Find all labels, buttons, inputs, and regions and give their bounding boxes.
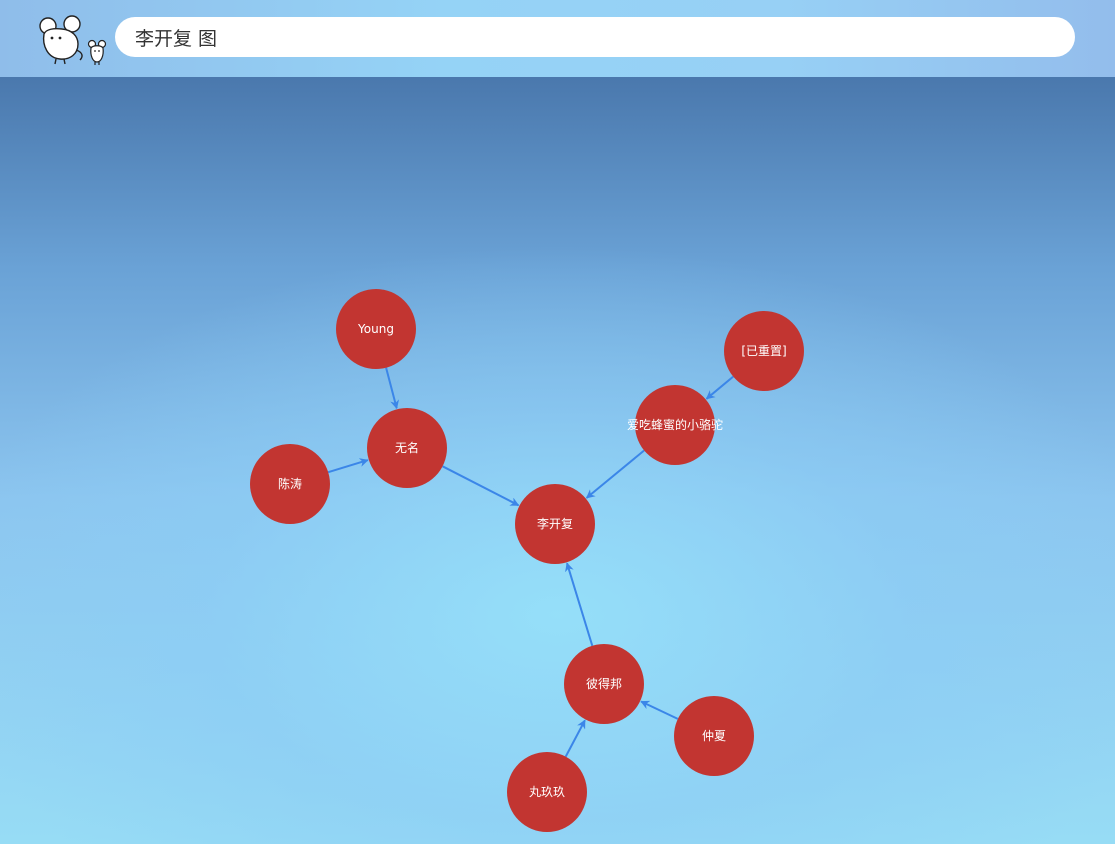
edge-layer	[327, 367, 734, 758]
edge-atm-to-lkf	[585, 449, 645, 499]
node-circle[interactable]	[635, 385, 715, 465]
graph-node-ct[interactable]: 陈涛	[250, 444, 330, 524]
graph-node-bdb[interactable]: 彼得邦	[564, 644, 644, 724]
graph-node-wm[interactable]: 无名	[367, 408, 447, 488]
graph-node-wjj[interactable]: 丸玖玖	[507, 752, 587, 832]
node-circle[interactable]	[515, 484, 595, 564]
graph-node-young[interactable]: Young	[336, 289, 416, 369]
mouse-mascot-icon[interactable]	[38, 14, 110, 66]
node-circle[interactable]	[250, 444, 330, 524]
edge-wjj-to-bdb	[564, 719, 586, 758]
edge-ct-to-wm	[327, 458, 369, 474]
header-bar	[0, 0, 1115, 77]
edge-wm-to-lkf	[442, 465, 520, 507]
node-circle[interactable]	[507, 752, 587, 832]
graph-node-ycz[interactable]: [已重置]	[724, 311, 804, 391]
node-circle[interactable]	[674, 696, 754, 776]
graph-node-zx[interactable]: 仲夏	[674, 696, 754, 776]
node-circle[interactable]	[336, 289, 416, 369]
graph-node-lkf[interactable]: 李开复	[515, 484, 595, 564]
search-input[interactable]	[115, 17, 1075, 57]
edge-ycz-to-atm	[705, 375, 734, 400]
node-circle[interactable]	[564, 644, 644, 724]
edge-young-to-wm	[385, 367, 400, 410]
node-circle[interactable]	[367, 408, 447, 488]
node-circle[interactable]	[724, 311, 804, 391]
edge-bdb-to-lkf	[565, 562, 594, 647]
edge-zx-to-bdb	[640, 700, 679, 720]
